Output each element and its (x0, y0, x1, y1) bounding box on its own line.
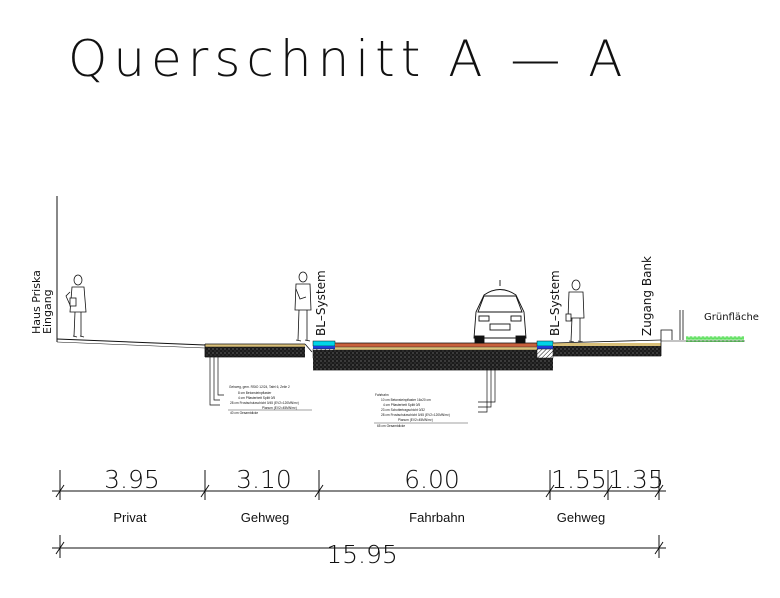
segment-names: Privat Gehweg Fahrbahn Gehweg (113, 510, 605, 525)
right-curb (536, 340, 554, 359)
svg-text:28 cm Frostschutzschicht 0/45: 28 cm Frostschutzschicht 0/45 (EV2=120MN… (381, 413, 450, 417)
dim-value-privat: 3.95 (104, 465, 160, 494)
segment-name-gehweg-left: Gehweg (241, 510, 289, 525)
svg-text:23 cm Schottertragschicht 0/32: 23 cm Schottertragschicht 0/32 (381, 408, 425, 412)
carriageway-structure (313, 342, 553, 371)
zugang-bank-label: Zugang Bank (640, 256, 654, 336)
gruenflaeche-label: Grünfläche (704, 312, 759, 323)
right-sidewalk-structure (552, 339, 662, 357)
bl-system-label-left: BL–System (314, 270, 328, 336)
dim-value-gehweg-right: 1.55 (551, 465, 607, 494)
car-front-view (473, 280, 527, 344)
svg-text:Gehweg, gem. RStO 12/24, Tafel: Gehweg, gem. RStO 12/24, Tafel 6, Zeile … (229, 385, 290, 389)
segment-name-privat: Privat (113, 510, 147, 525)
svg-text:8 cm Betonsteinpflaster: 8 cm Betonsteinpflaster (238, 391, 272, 395)
left-sidewalk-structure (204, 343, 313, 358)
layer-spec-right: Fahrbahn 10 cm Betonsteinpflaster 16x20 … (374, 393, 468, 428)
svg-text:40 cm Gesamtdicke: 40 cm Gesamtdicke (230, 411, 258, 415)
house-label-1: Haus Priska (30, 270, 43, 334)
svg-text:28 cm Frostschutzschicht 0/45: 28 cm Frostschutzschicht 0/45 (EV2=120MN… (230, 401, 299, 405)
private-ground (56, 338, 206, 346)
bl-system-label-right: BL–System (548, 270, 562, 336)
drawing-title: Querschnitt A — A (68, 30, 628, 88)
svg-text:4 cm Pflasterbett Splitt 0/5: 4 cm Pflasterbett Splitt 0/5 (238, 396, 275, 400)
svg-text:Planum (EV2=45MN/m²): Planum (EV2=45MN/m²) (398, 418, 433, 422)
grass-area (686, 336, 744, 342)
pedestrian-right-figure (565, 279, 585, 343)
house-label-2: Eingang (41, 289, 54, 334)
dim-total: 15.95 (326, 540, 398, 569)
bank-entry-step (660, 310, 684, 340)
segment-name-fahrbahn: Fahrbahn (409, 510, 465, 525)
svg-text:65 cm Gesamtdicke: 65 cm Gesamtdicke (377, 424, 405, 428)
dim-value-gehweg-left: 3.10 (236, 465, 292, 494)
dim-value-fahrbahn: 6.00 (404, 465, 460, 494)
pedestrian-middle-figure (294, 271, 312, 342)
svg-text:10 cm Betonsteinpflaster 16x20: 10 cm Betonsteinpflaster 16x20 cm (381, 398, 431, 402)
segment-name-gehweg-right: Gehweg (557, 510, 605, 525)
layer-spec-left: Gehweg, gem. RStO 12/24, Tafel 6, Zeile … (228, 385, 312, 415)
dim-value-last: 1.35 (608, 465, 664, 494)
leader-lines (209, 357, 496, 413)
svg-text:Planum (EV2=45MN/m²): Planum (EV2=45MN/m²) (262, 406, 297, 410)
pedestrian-left-figure (65, 274, 87, 338)
svg-text:Fahrbahn: Fahrbahn (375, 393, 389, 397)
svg-text:4 cm Pflasterbett Splitt 0/5: 4 cm Pflasterbett Splitt 0/5 (383, 403, 420, 407)
dimension-chain (52, 470, 666, 558)
dimension-values: 3.95 3.10 6.00 1.55 1.35 15.95 (104, 465, 664, 569)
